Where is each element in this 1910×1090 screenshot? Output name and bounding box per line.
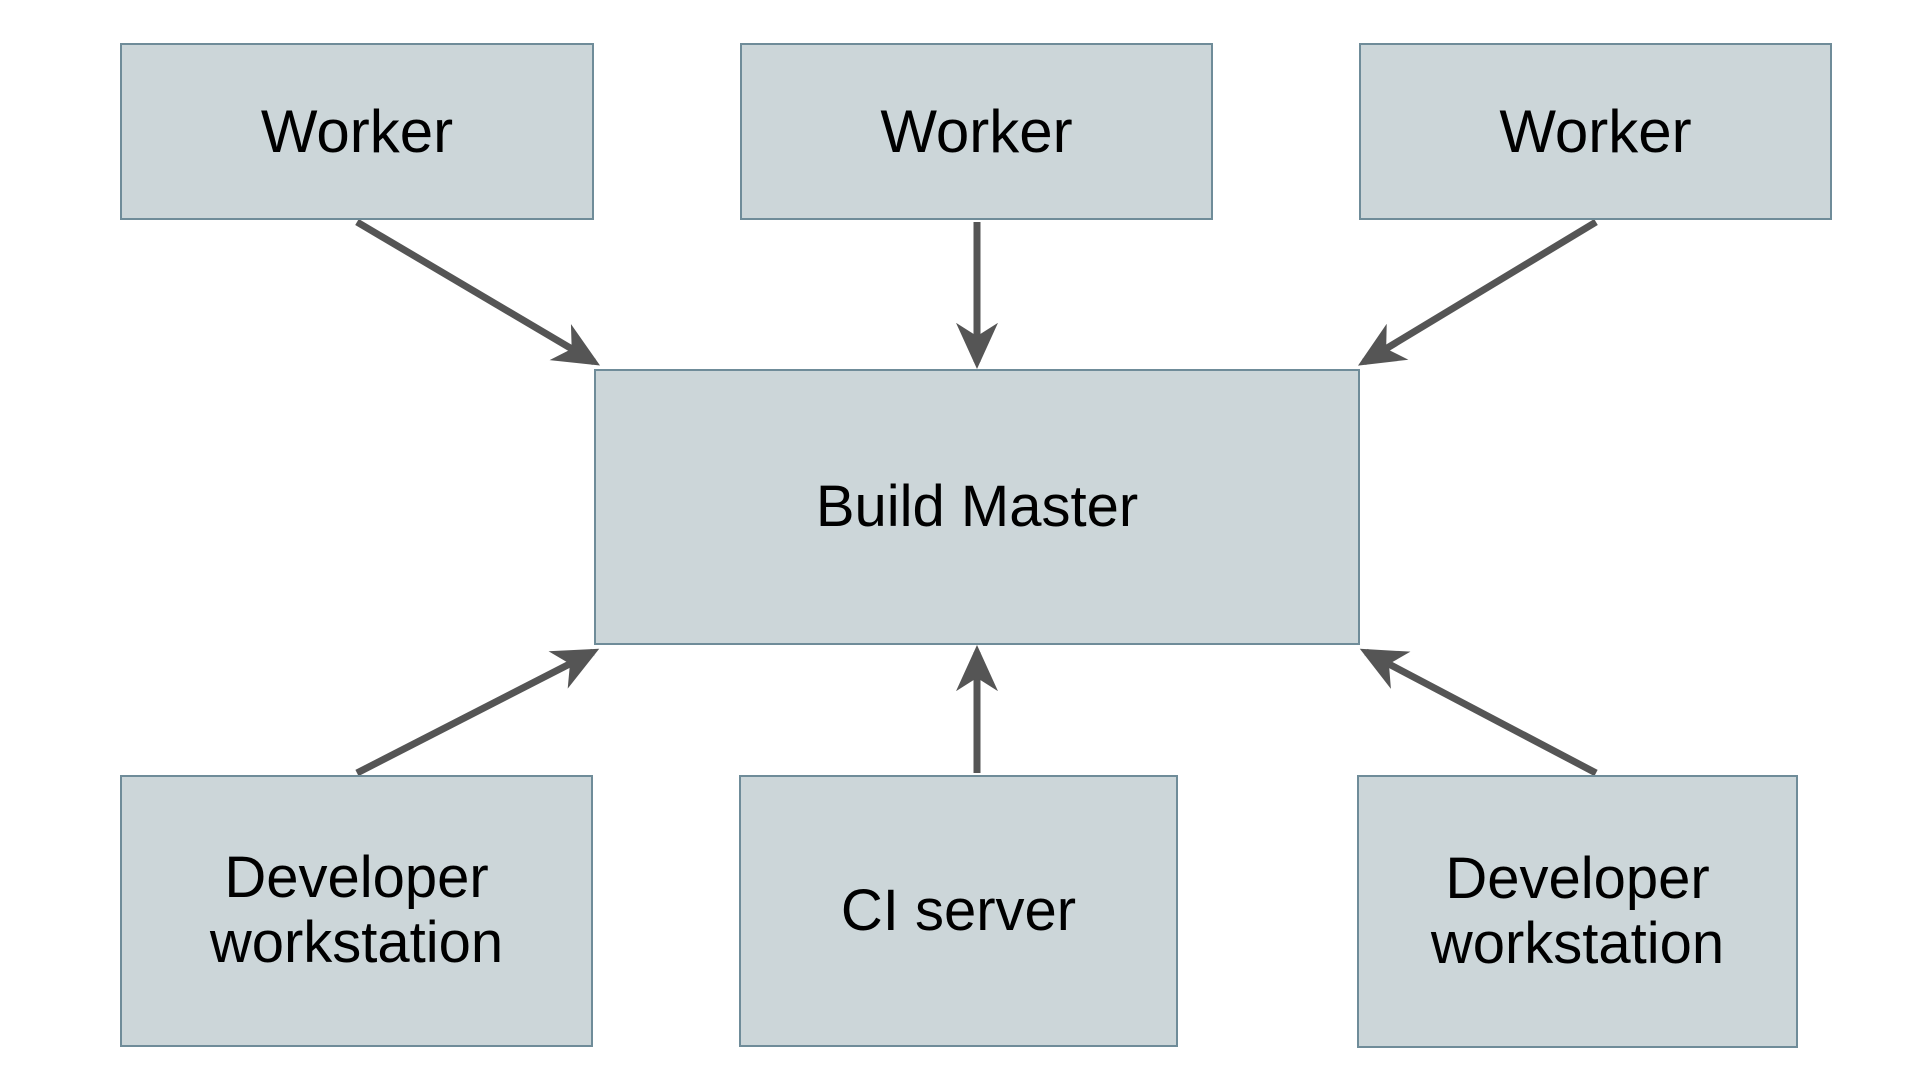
edge-worker3-to-master bbox=[1358, 219, 1598, 366]
node-developer-workstation-left[interactable]: Developer workstation bbox=[120, 775, 593, 1047]
node-worker-2-label: Worker bbox=[880, 97, 1073, 165]
node-build-master[interactable]: Build Master bbox=[594, 369, 1360, 645]
node-worker-1-label: Worker bbox=[260, 97, 454, 165]
edge-worker1-to-master bbox=[355, 218, 601, 366]
node-ci-server-label: CI server bbox=[840, 877, 1077, 943]
node-worker-3[interactable]: Worker bbox=[1359, 43, 1832, 220]
edge-devleft-to-master bbox=[355, 648, 600, 777]
edge-devright-to-master bbox=[1359, 648, 1598, 777]
node-worker-1[interactable]: Worker bbox=[120, 43, 594, 220]
node-worker-3-label: Worker bbox=[1499, 97, 1692, 165]
node-developer-workstation-right[interactable]: Developer workstation bbox=[1357, 775, 1798, 1048]
node-ci-server[interactable]: CI server bbox=[739, 775, 1178, 1047]
node-developer-workstation-left-label: Developer workstation bbox=[209, 845, 504, 975]
node-developer-workstation-right-label: Developer workstation bbox=[1430, 845, 1725, 976]
node-worker-2[interactable]: Worker bbox=[740, 43, 1213, 220]
node-build-master-label: Build Master bbox=[815, 473, 1139, 539]
